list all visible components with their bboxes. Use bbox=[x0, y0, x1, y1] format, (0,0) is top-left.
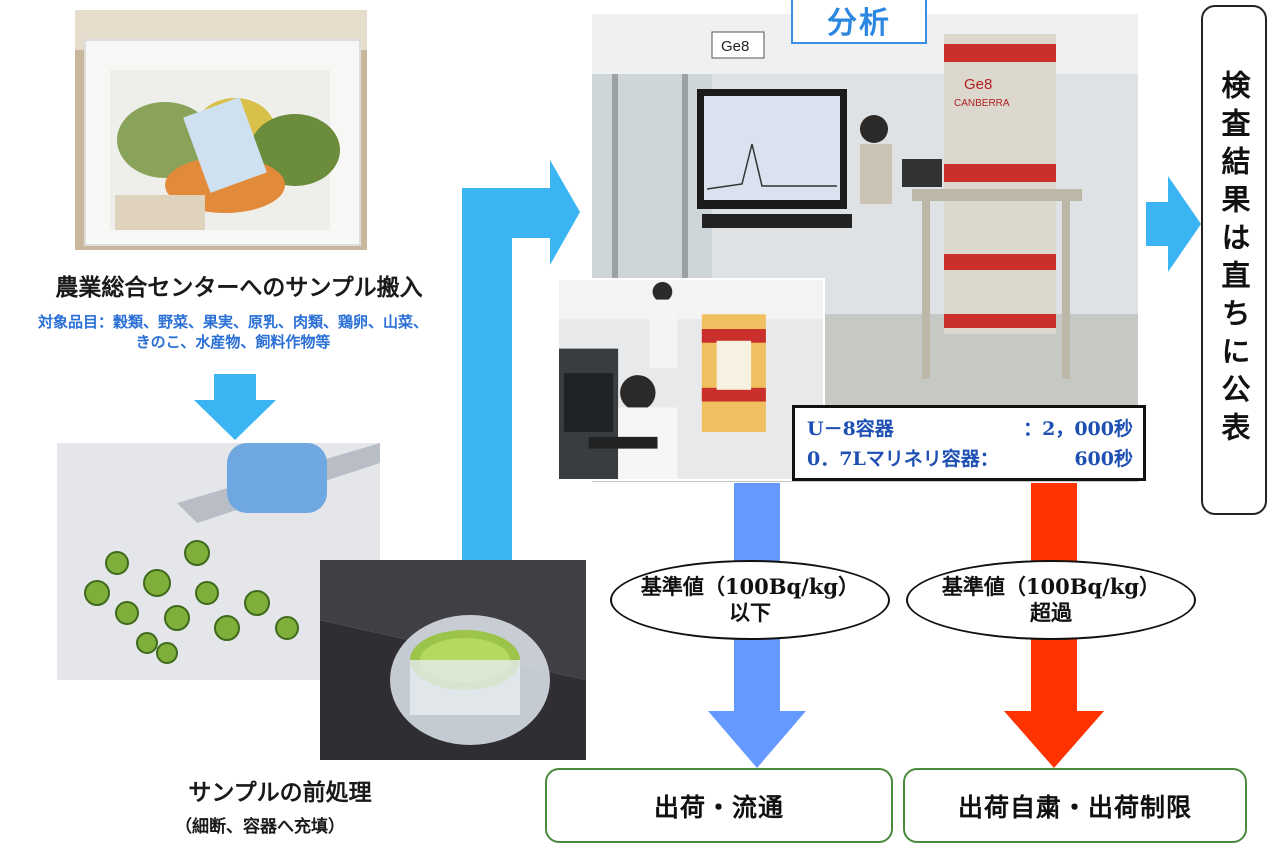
below-limit-line1: 基準値（100Bq/kg） bbox=[640, 574, 860, 599]
publish-box: 検査結果は直ちに公表 bbox=[1201, 5, 1267, 515]
ge8-tag-label: Ge8 bbox=[721, 38, 749, 55]
measurement-row-marinelli: 0．7Lマリネリ容器： 600秒 bbox=[807, 444, 1133, 474]
detector-model-label: Ge8 bbox=[964, 76, 992, 93]
step2-subtitle: （細断、容器へ充填） bbox=[175, 817, 345, 837]
step1-items-line2: きのこ、水産物、飼料作物等 bbox=[135, 333, 331, 351]
above-limit-line1: 基準値（100Bq/kg） bbox=[941, 574, 1161, 599]
flow-arrow-down-icon bbox=[194, 374, 276, 440]
sample-box-photo bbox=[75, 10, 367, 250]
below-limit-line2: 以下 bbox=[729, 600, 771, 625]
publish-text: 検査結果は直ちに公表 bbox=[1217, 70, 1251, 450]
analysis-label: 分析 bbox=[791, 0, 927, 44]
u8-container-time: ：2，000秒 bbox=[1023, 418, 1133, 440]
above-limit-line2: 超過 bbox=[1030, 600, 1072, 625]
marinelli-container-label: 0．7Lマリネリ容器： bbox=[807, 448, 999, 470]
marinelli-container-time: 600秒 bbox=[1074, 448, 1133, 470]
step1-items-line1: 対象品目：穀類、野菜、果実、原乳、肉類、鶏卵、山菜、 bbox=[37, 313, 428, 331]
above-limit-ellipse: 基準値（100Bq/kg） 超過 bbox=[906, 560, 1196, 640]
below-limit-ellipse: 基準値（100Bq/kg） 以下 bbox=[610, 560, 890, 640]
shipment-distribution-box: 出荷・流通 bbox=[545, 768, 893, 843]
detector-brand-label: CANBERRA bbox=[954, 98, 1010, 109]
flow-arrow-right-icon bbox=[1146, 176, 1201, 272]
measurement-time-box: U－8容器 ：2，000秒 0．7Lマリネリ容器： 600秒 bbox=[792, 405, 1146, 481]
inset-lab-photo bbox=[557, 278, 825, 481]
shipment-restriction-box: 出荷自粛・出荷制限 bbox=[903, 768, 1247, 843]
step2-title: サンプルの前処理 bbox=[188, 779, 372, 806]
u8-container-label: U－8容器 bbox=[807, 418, 894, 440]
flow-arrow-up-right-icon bbox=[462, 160, 580, 560]
container-photo bbox=[320, 560, 586, 760]
measurement-row-u8: U－8容器 ：2，000秒 bbox=[807, 414, 1133, 444]
step1-title: 農業総合センターへのサンプル搬入 bbox=[55, 274, 423, 301]
